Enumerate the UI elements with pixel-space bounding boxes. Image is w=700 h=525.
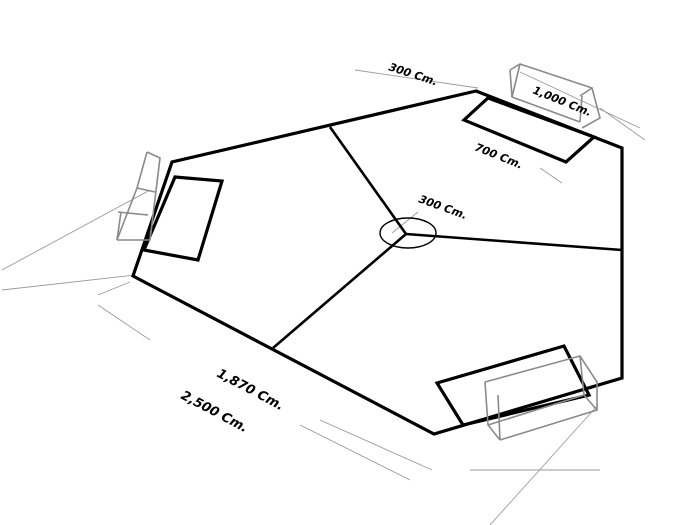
goal-area-top (461, 96, 598, 164)
goal-area-bottom (434, 344, 592, 427)
goal-top (509, 63, 601, 129)
goal-area-left (141, 175, 225, 262)
side-length-label: 1,870 Cm. (214, 366, 286, 414)
zone-lines (272, 126, 623, 349)
outer-length-label: 2,500 Cm. (178, 388, 250, 436)
center-circle-label: 300 Cm. (417, 193, 469, 222)
goal-left (116, 151, 161, 241)
field-boundary (131, 89, 624, 436)
dimension-lines (1, 69, 646, 525)
zone-width-label: 300 Cm. (387, 60, 439, 88)
goal-area-width-label: 700 Cm. (473, 141, 525, 172)
goal-bottom (484, 355, 598, 441)
goal-width-label: 1,000 Cm. (531, 84, 594, 119)
center-circle (379, 217, 437, 249)
